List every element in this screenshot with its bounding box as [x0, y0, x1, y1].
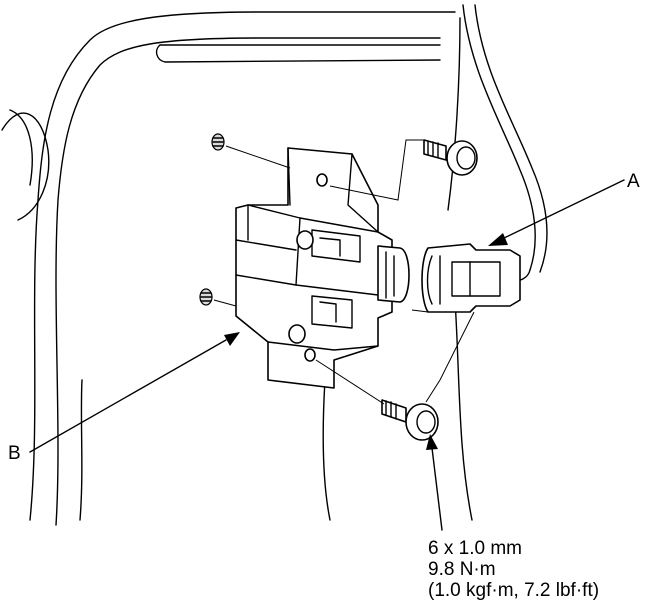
harness-connector — [421, 243, 521, 313]
callout-b-label: B — [8, 443, 21, 464]
control-module — [235, 147, 410, 389]
torque-value: 9.8 N·m — [428, 559, 496, 580]
stud-nut-upper — [211, 133, 225, 151]
leader-spec — [426, 434, 443, 531]
fastener-spec: 6 x 1.0 mm 9.8 N·m (1.0 kgf·m, 7.2 lbf·f… — [428, 538, 599, 601]
callout-a-label: A — [627, 171, 640, 192]
leader-b — [29, 332, 240, 453]
stud-nut-lower — [199, 288, 213, 306]
bolt-size: 6 x 1.0 mm — [428, 538, 522, 559]
leader-a — [488, 179, 625, 246]
bolt-lower — [381, 399, 439, 441]
bolt-upper — [423, 139, 478, 176]
alignment-lines — [213, 139, 475, 405]
door-panel-outline — [1, 11, 473, 526]
torque-alt-units: (1.0 kgf·m, 7.2 lbf·ft) — [428, 580, 600, 601]
